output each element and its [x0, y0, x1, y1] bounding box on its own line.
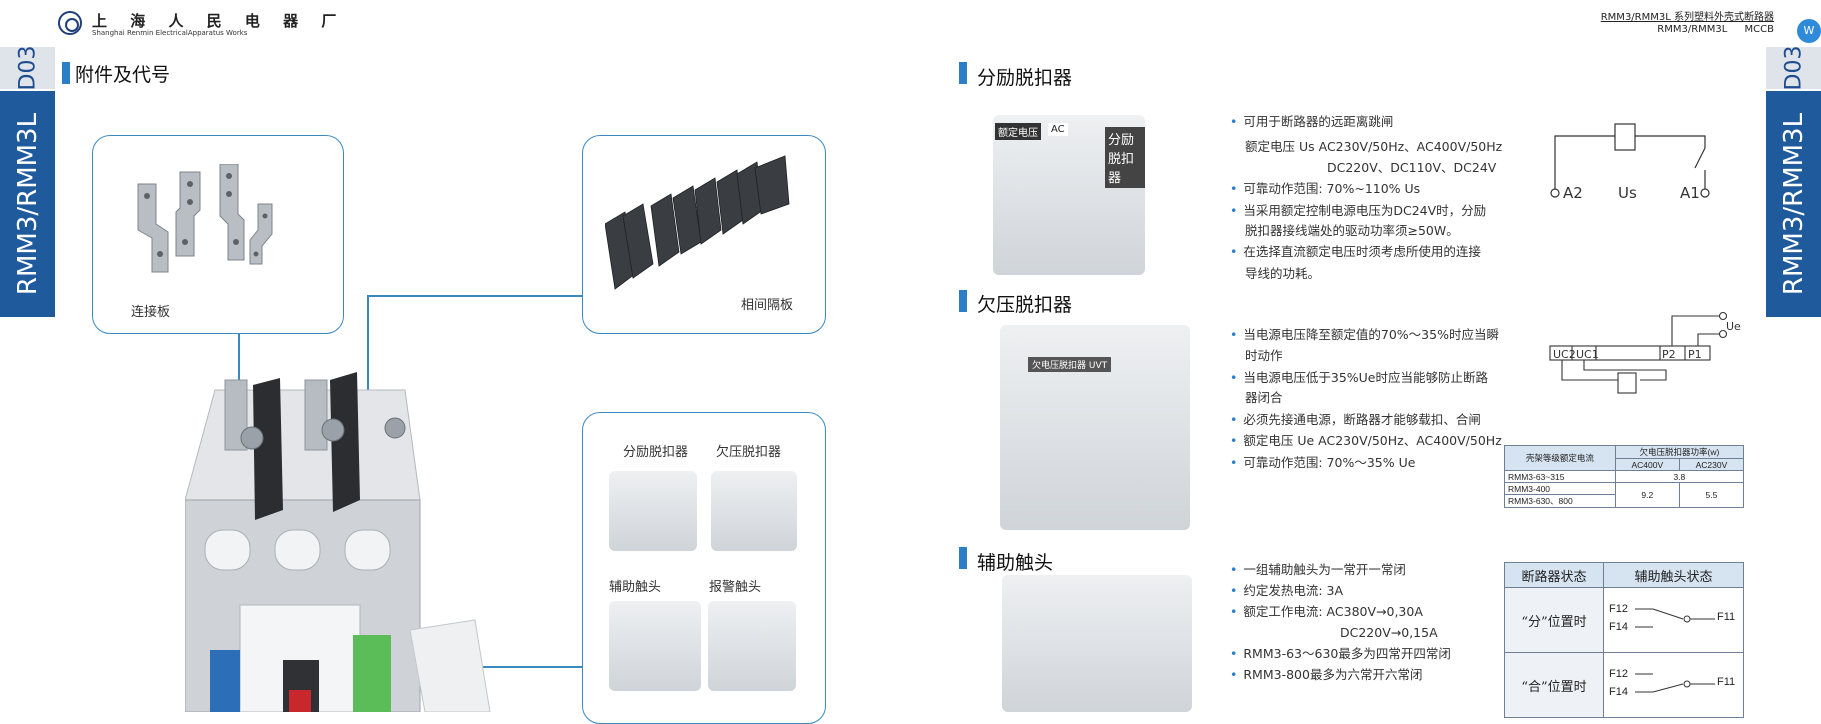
aux-bullet: RMM3-800最多为六常开六常闭 [1230, 665, 1422, 685]
logo-icon [58, 11, 82, 35]
undervoltage-bullet: 当电源电压降至额定值的70%～35%时应当瞬 [1230, 325, 1499, 345]
shunt-bullet: 导线的功耗。 [1245, 266, 1321, 281]
caption-aux: 辅助触头 [609, 580, 662, 595]
leader-line [415, 666, 583, 668]
aux-bullet: 约定发热电流: 3A [1230, 581, 1343, 601]
shunt-bullet: 脱扣器接线端处的驱动功率须≥50W。 [1245, 223, 1459, 238]
diagram-label-uc1: UC1 [1576, 348, 1599, 361]
shunt-bullet: 在选择直流额定电压时须考虑所使用的连接 [1230, 242, 1481, 262]
aux-bullet: 额定工作电流: AC380V→0,30A [1230, 602, 1423, 622]
brand-name-en: Shanghai Renmin ElectricalApparatus Work… [92, 29, 248, 37]
table-header: 断路器状态 [1504, 562, 1604, 588]
undervoltage-bullet: 可靠动作范围: 70%〜35% Ue [1230, 453, 1415, 473]
undervoltage-bullet: 当电源电压低于35%Ue时应当能够防止断路 [1230, 368, 1488, 388]
table-row: RMM3-630、800 [1504, 494, 1744, 508]
shunt-bullet: 额定电压 Us AC230V/50Hz、AC400V/50Hz [1245, 139, 1503, 154]
section-title-shunt: 分励脱扣器 [977, 67, 1073, 89]
table-header: AC230V [1678, 458, 1745, 471]
table-header: AC400V [1614, 458, 1680, 471]
table-row: “分”位置时 F12 F14 F11 [1504, 587, 1744, 653]
shunt-bullet: 当采用额定控制电源电压为DC24V时，分励 [1230, 201, 1486, 221]
diagram-label-us: Us [1618, 184, 1637, 202]
aux-bullet: RMM3-63～630最多为四常开四常闭 [1230, 644, 1450, 664]
shunt-thumb-image [609, 471, 697, 551]
aux-thumb-image [609, 601, 701, 691]
shunt-photo-rated-label: 额定电压 [995, 123, 1041, 140]
undervoltage-bullet: 器闭合 [1245, 390, 1283, 405]
callout-accessories: 分励脱扣器 欠压脱扣器 辅助触头 报警触头 [582, 412, 826, 724]
undervoltage-thumb-image [711, 471, 797, 551]
callout-connector: 连接板 [92, 135, 344, 334]
aux-state-table: 断路器状态 辅助触头状态 “分”位置时 F12 F14 F11 “合”位置时 [1504, 562, 1744, 718]
undervoltage-bullet: 额定电压 Ue AC230V/50Hz、AC400V/50Hz [1230, 431, 1501, 451]
brand-name-cn: 上 海 人 民 电 器 厂 [92, 12, 346, 30]
aux-bullet: 一组辅助触头为一常开一常闭 [1230, 560, 1406, 580]
diagram-label-a1: A1 [1680, 184, 1700, 202]
shunt-bullet: DC220V、DC110V、DC24V [1327, 160, 1497, 175]
aux-bullet: DC220V→0,15A [1340, 625, 1438, 640]
undervoltage-wiring-diagram [1549, 311, 1728, 394]
table-header: 欠电压脱扣器功率(w) [1614, 445, 1745, 459]
callout-separator: 相间隔板 [582, 135, 826, 334]
shunt-bullet: 可靠动作范围: 70%~110% Us [1230, 179, 1420, 199]
section-title-undervoltage: 欠压脱扣器 [977, 294, 1073, 316]
shunt-photo-name: 分励脱扣器 [1105, 127, 1145, 188]
page-title: 附件及代号 [75, 64, 171, 86]
section-marker [62, 62, 70, 84]
series-model: RMM3/RMM3L MCCB [1657, 24, 1774, 35]
leader-line [238, 333, 240, 408]
caption-shunt: 分励脱扣器 [623, 445, 689, 460]
diagram-label-p2: P2 [1662, 348, 1676, 361]
undervoltage-bullet: 时动作 [1245, 348, 1283, 363]
caption-separator: 相间隔板 [741, 298, 794, 313]
breaker-image [185, 372, 491, 712]
section-marker [959, 290, 967, 312]
page-code-tab-right: D03 [1766, 46, 1821, 90]
undervoltage-photo-label: 欠电压脱扣器 UVT [1028, 357, 1112, 372]
shunt-wiring-diagram [1550, 123, 1710, 198]
phase-separators-image [605, 155, 790, 290]
table-row: RMM3-400 9.2 5.5 [1504, 482, 1745, 508]
shunt-photo-rated-value: AC [1048, 123, 1068, 136]
diagram-label-p1: P1 [1688, 348, 1702, 361]
contact-open-diagram: F12 F14 F11 [1603, 587, 1744, 653]
shunt-photo: 额定电压 AC 分励脱扣器 [993, 115, 1145, 275]
series-title: RMM3/RMM3L 系列塑料外壳式断路器 [1600, 12, 1774, 23]
section-marker [959, 547, 967, 569]
caption-undervoltage: 欠压脱扣器 [716, 445, 782, 460]
model-tab-right: RMM3/RMM3L [1766, 91, 1821, 317]
section-marker [959, 62, 967, 84]
diagram-label-ue: Ue [1726, 320, 1741, 333]
contact-closed-diagram: F12 F14 F11 [1603, 652, 1744, 718]
undervoltage-power-table: 壳架等级额定电流 欠电压脱扣器功率(w) AC400V AC230V RMM3-… [1504, 445, 1745, 508]
caption-connector: 连接板 [131, 305, 171, 320]
diagram-label-a2: A2 [1563, 184, 1583, 202]
model-tab-left: RMM3/RMM3L [0, 91, 55, 317]
alarm-thumb-image [708, 601, 796, 691]
connector-plates-image [137, 164, 273, 273]
section-title-aux: 辅助触头 [977, 552, 1054, 574]
caption-alarm: 报警触头 [709, 580, 762, 595]
aux-contact-photo [1002, 575, 1192, 712]
diagram-label-uc2: UC2 [1553, 348, 1576, 361]
leader-line [367, 295, 583, 297]
table-header: 辅助触头状态 [1603, 562, 1744, 588]
leader-line [367, 295, 369, 405]
table-row: “合”位置时 F12 F14 F11 [1504, 652, 1744, 718]
corner-badge-icon[interactable]: W [1797, 19, 1821, 43]
table-header: 壳架等级额定电流 [1504, 445, 1616, 471]
shunt-bullet: 可用于断路器的远距离跳闸 [1230, 112, 1393, 132]
page-code-tab-left: D03 [0, 46, 55, 90]
undervoltage-photo: 欠电压脱扣器 UVT [1000, 325, 1190, 530]
table-row: RMM3-63~315 3.8 [1504, 470, 1745, 483]
undervoltage-bullet: 必须先接通电源，断路器才能够载扣、合闸 [1230, 410, 1481, 430]
